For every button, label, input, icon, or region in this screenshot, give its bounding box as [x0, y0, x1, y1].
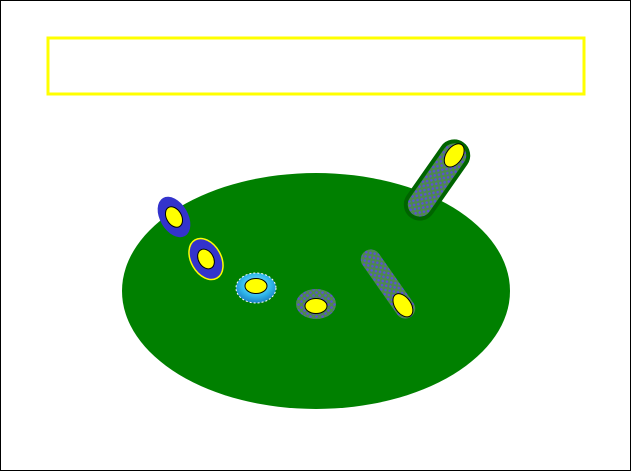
- vesicle-speckled-icon: [296, 289, 336, 319]
- title-box-text: [50, 40, 583, 92]
- vesicle-cyan-icon: [236, 273, 276, 303]
